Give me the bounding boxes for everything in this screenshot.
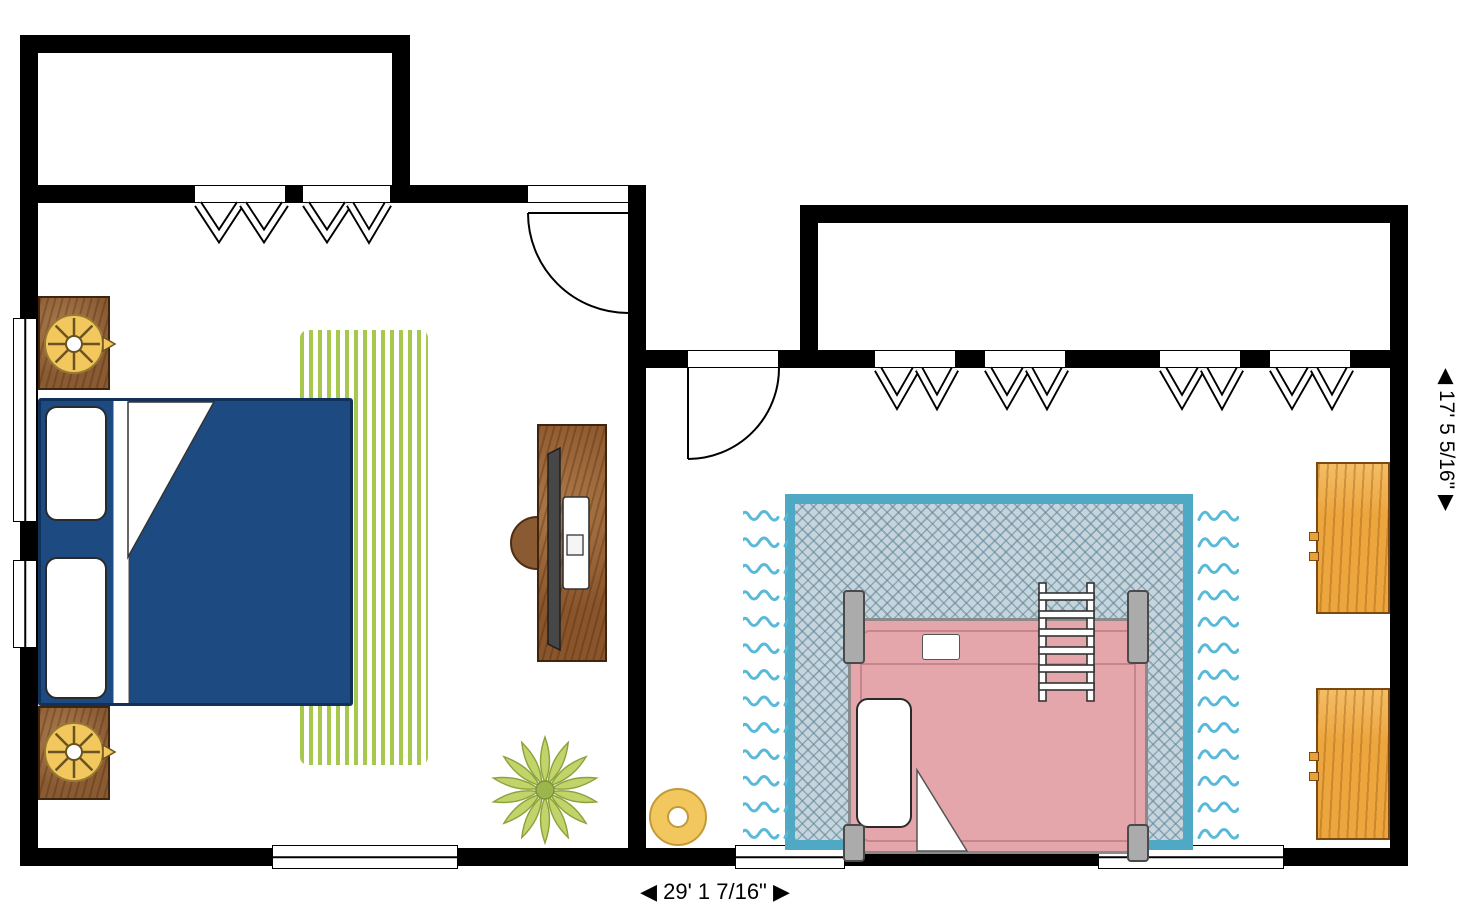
wall-rightroom-strip-left: [800, 205, 818, 368]
bed-pillow: [45, 557, 107, 699]
wall-outer-right: [1390, 205, 1408, 866]
window: [13, 560, 37, 648]
door-swing-left-room: [527, 212, 629, 314]
casement-window-icon: [302, 201, 392, 245]
dimension-label-height: ◀ 17' 5 5/16" ▶: [1435, 368, 1458, 512]
floor-cushion: [649, 788, 707, 846]
casement-window-icon: [874, 366, 959, 412]
window-opening: [1160, 350, 1240, 368]
window: [272, 845, 458, 869]
bed-pillow: [45, 406, 107, 521]
wall-leftroom-top-b: [390, 185, 528, 203]
casement-window-icon: [1159, 366, 1244, 412]
bunk-bed-post: [1127, 824, 1149, 862]
casement-window-icon: [194, 201, 289, 245]
rug-fringe-left: [743, 500, 788, 845]
wall-leftroom-top-a: [20, 185, 195, 203]
wall-leftroom-top-pier: [285, 185, 303, 203]
bunk-bed-post: [1127, 590, 1149, 664]
dresser-handle: [1309, 532, 1319, 541]
wall-rightroom-mid-f: [1350, 350, 1408, 368]
window-opening: [1270, 350, 1350, 368]
plant-icon: [491, 734, 599, 846]
window-opening: [985, 350, 1065, 368]
bunk-bed-pillow: [856, 698, 912, 828]
window-opening: [195, 185, 285, 203]
wall-rightroom-mid-c: [955, 350, 985, 368]
double-bed: [38, 398, 353, 706]
floor-cushion-center: [667, 806, 689, 828]
door-opening: [688, 350, 778, 368]
dimension-label-width: ◀ 29' 1 7/16" ▶: [640, 879, 790, 904]
bunk-bed-divider: [862, 663, 1134, 665]
dresser-top: [1309, 462, 1390, 614]
wall-rightroom-top: [800, 205, 1408, 223]
nightstand-bottom: [38, 706, 110, 800]
bunk-bed-post: [843, 590, 865, 664]
computer-desk: [537, 424, 607, 662]
door-swing-right-room: [687, 367, 780, 460]
dresser-handle: [1309, 752, 1319, 761]
wall-rightroom-mid-d: [1065, 350, 1160, 368]
wall-alcove-top: [20, 35, 410, 53]
door-opening: [528, 185, 628, 203]
window: [13, 318, 37, 522]
dresser-handle: [1309, 772, 1319, 781]
wall-middle-divider: [628, 185, 646, 866]
window-opening: [303, 185, 390, 203]
wall-rightroom-mid-a: [646, 350, 688, 368]
casement-window-icon: [1269, 366, 1354, 412]
nightstand-top: [38, 296, 110, 390]
wall-alcove-right: [392, 35, 410, 203]
dresser-handle: [1309, 552, 1319, 561]
dresser-bottom: [1309, 688, 1390, 840]
bunk-bed-post: [843, 824, 865, 862]
window-opening: [875, 350, 955, 368]
wall-rightroom-mid-b: [778, 350, 875, 368]
bunk-bed-top-pillow: [922, 634, 960, 660]
rug-fringe-right: [1194, 500, 1239, 845]
bed-sheet-stripe: [113, 401, 129, 703]
wall-rightroom-mid-e: [1240, 350, 1270, 368]
casement-window-icon: [984, 366, 1069, 412]
